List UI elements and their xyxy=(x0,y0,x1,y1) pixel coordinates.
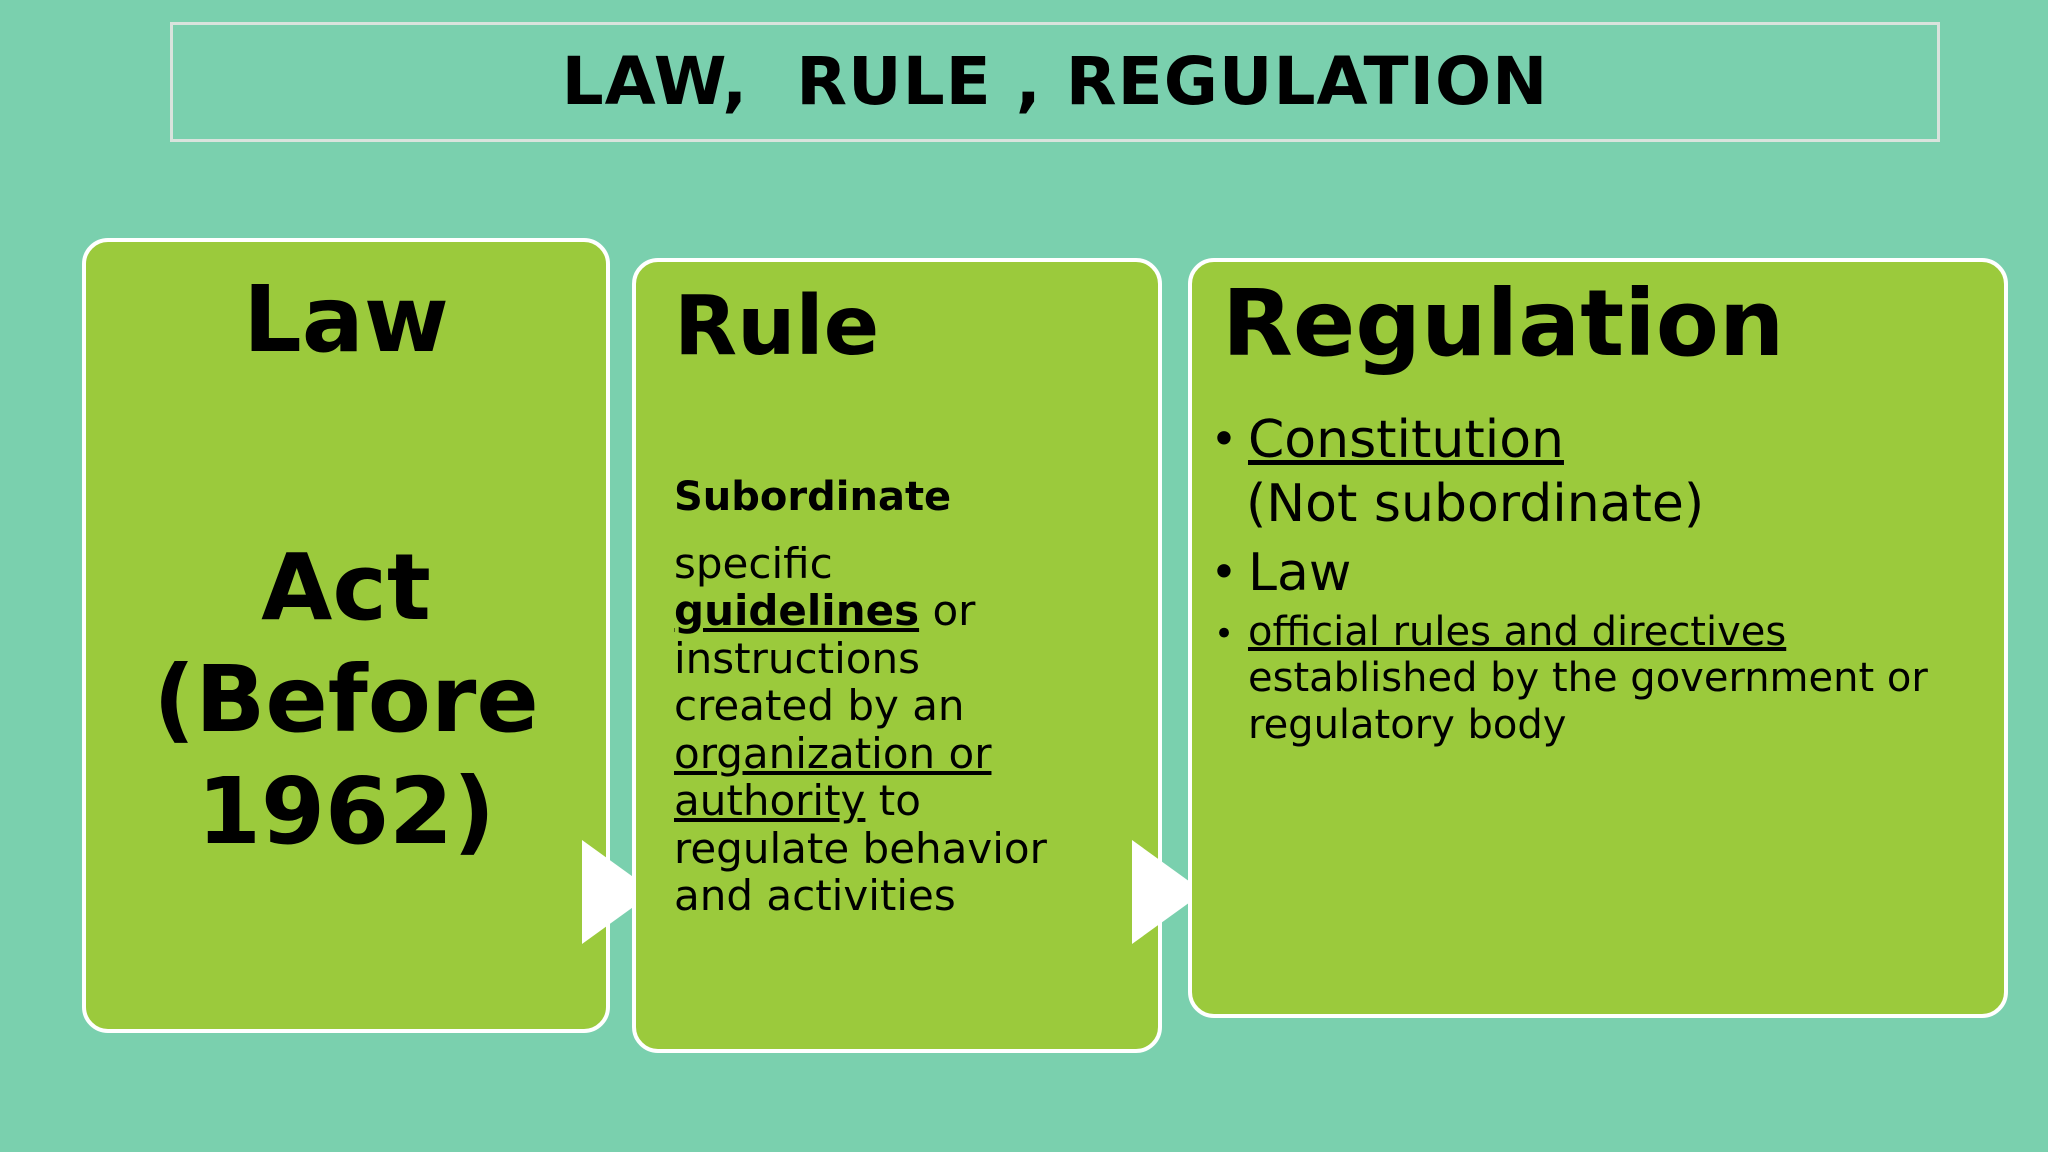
regulation-official-rules-label: official rules and directives xyxy=(1248,608,1787,655)
card-law[interactable]: Law Act (Before 1962) xyxy=(82,238,610,1033)
regulation-official-rules-text: official rules and directives establishe… xyxy=(1248,609,2000,748)
rule-text-authority: organization or authority xyxy=(674,728,992,826)
rule-text-seg1: specific xyxy=(674,539,833,588)
bullet-icon: • xyxy=(1210,412,1238,466)
rule-text-seg5: to regulate behavior and activities xyxy=(674,776,1047,921)
page-title: LAW, RULE , REGULATION xyxy=(561,43,1549,120)
title-box: LAW, RULE , REGULATION xyxy=(170,22,1940,142)
regulation-constitution-note: (Not subordinate) xyxy=(1246,474,1705,535)
card-rule-subheading: Subordinate xyxy=(674,474,952,520)
list-item: • Law xyxy=(1200,543,2000,603)
regulation-law-label: Law xyxy=(1248,542,1352,603)
card-regulation-heading: Regulation xyxy=(1222,270,1785,377)
list-item: • official rules and directives establis… xyxy=(1200,609,2000,748)
regulation-bullet-list: • Constitution (Not subordinate) • Law •… xyxy=(1200,410,2000,748)
bullet-icon: • xyxy=(1210,544,1238,599)
card-law-body: Act (Before 1962) xyxy=(153,534,539,866)
rule-text-seg3: or instructions created by an xyxy=(674,586,976,731)
card-law-heading: Law xyxy=(243,266,449,373)
card-rule[interactable]: Rule Subordinate specific guidelines or … xyxy=(632,258,1162,1053)
card-rule-paragraph: specific guidelines or instructions crea… xyxy=(674,540,1089,920)
card-regulation[interactable]: Regulation • Constitution (Not subordina… xyxy=(1188,258,2008,1018)
regulation-official-rules-rest: established by the government or regulat… xyxy=(1248,655,1928,748)
rule-text-guidelines: guidelines xyxy=(674,586,920,636)
bullet-icon: • xyxy=(1213,613,1235,654)
card-rule-heading: Rule xyxy=(674,279,880,374)
list-item: • Constitution xyxy=(1200,410,2000,470)
regulation-constitution-label: Constitution xyxy=(1248,410,1564,470)
